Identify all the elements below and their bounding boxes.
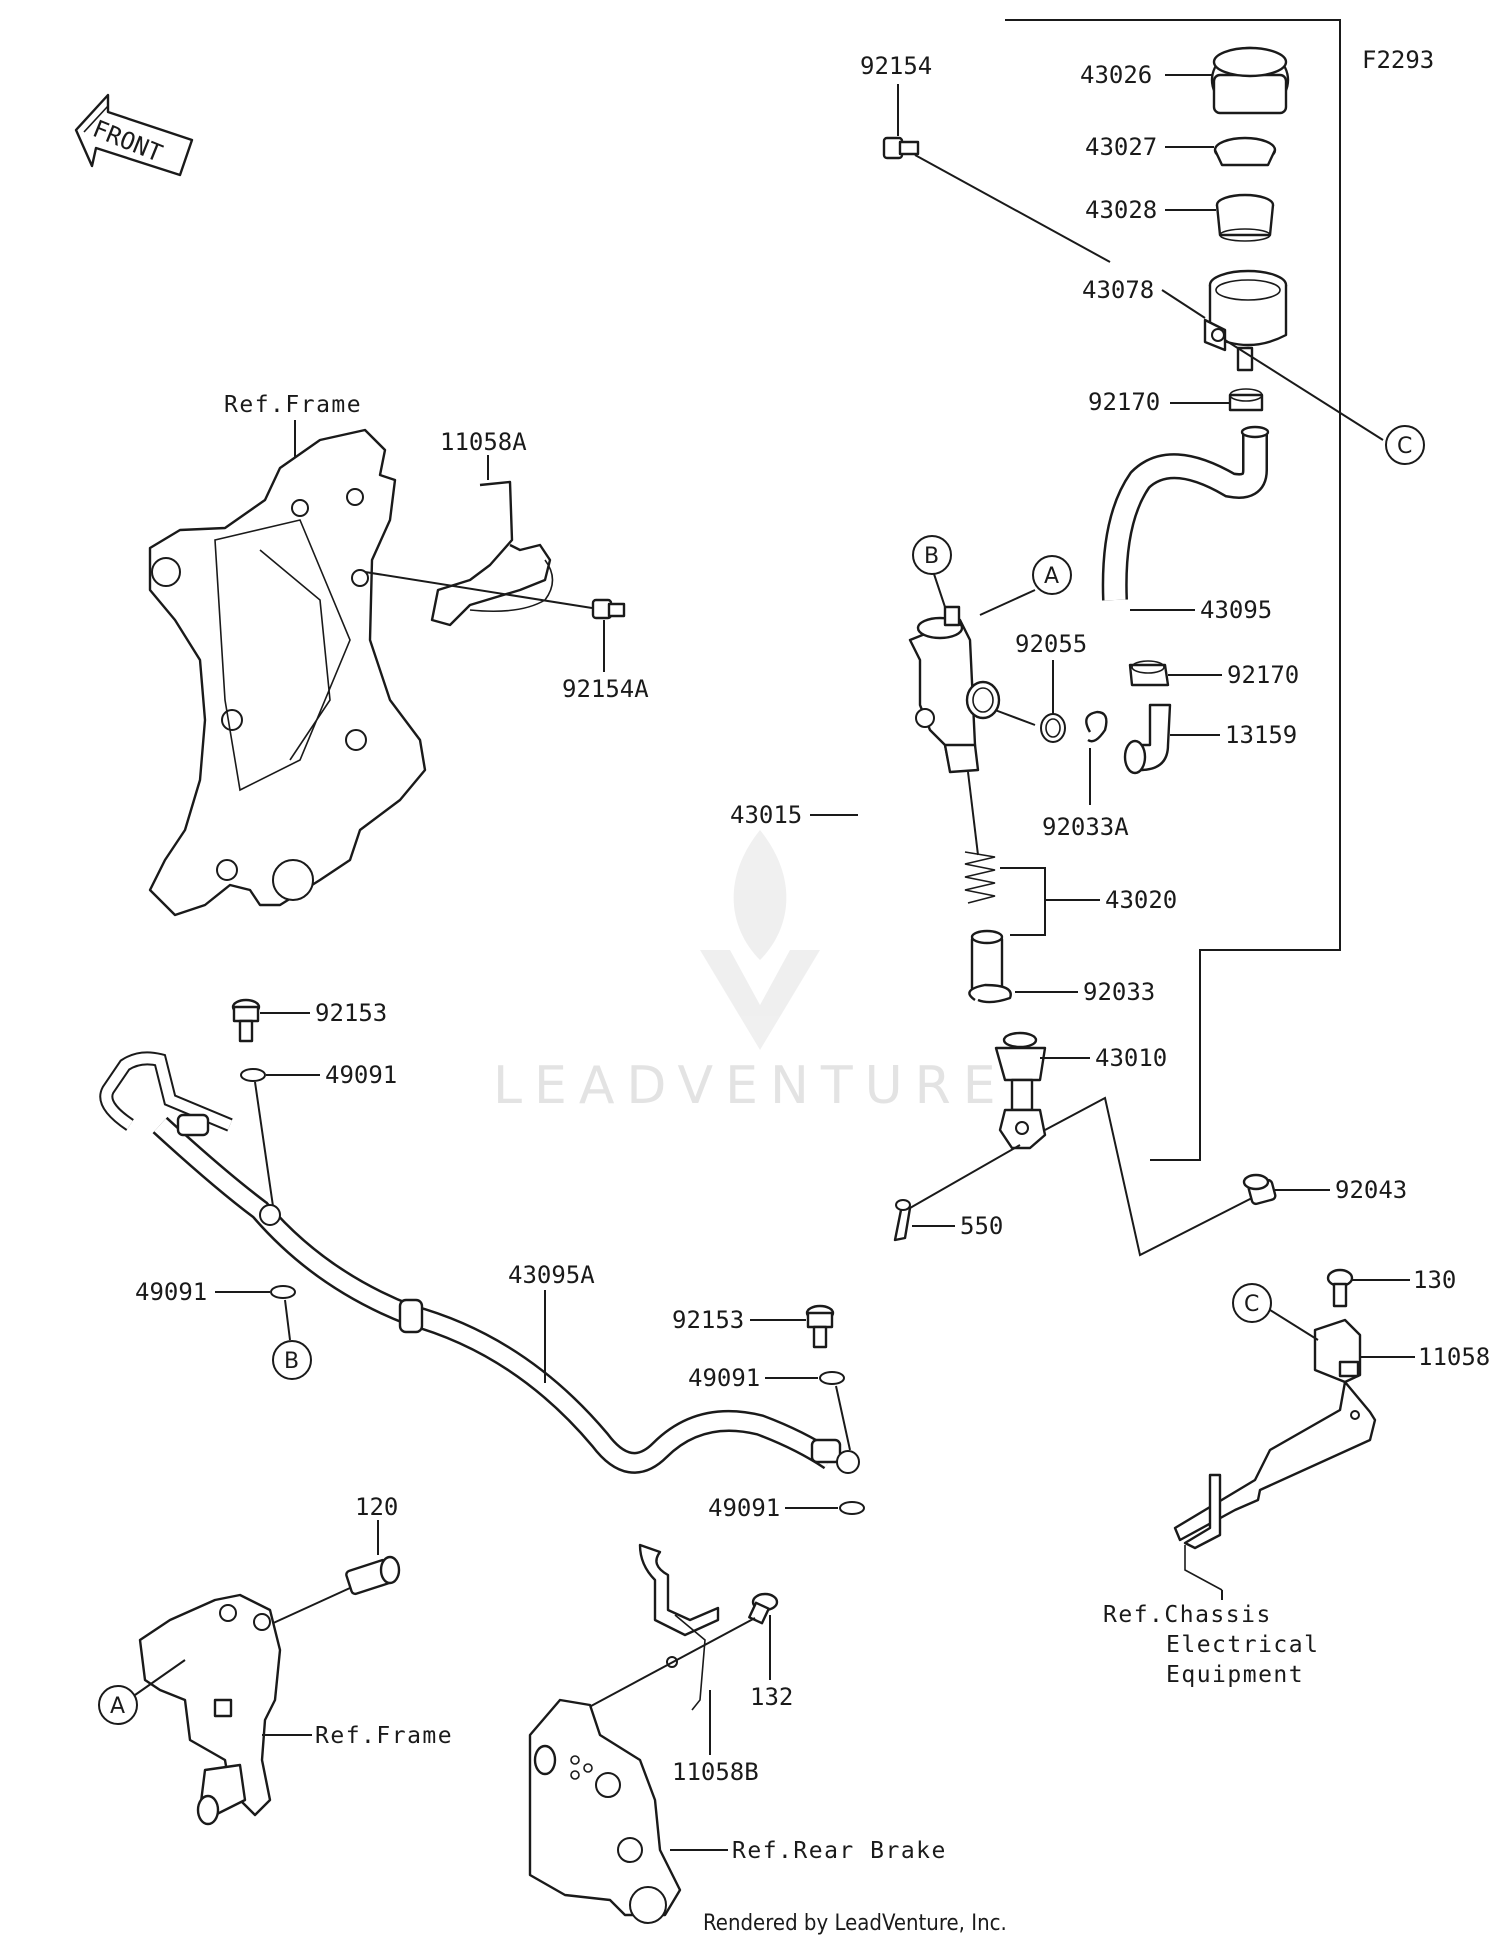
- label-92170-top: 92170: [1088, 388, 1160, 416]
- spring-piston-43020: [964, 851, 1004, 995]
- hose-43095: [1101, 425, 1270, 601]
- fitting-13159: [1123, 703, 1172, 775]
- diaphragm-plate-43027: [1213, 136, 1277, 167]
- label-92043: 92043: [1335, 1176, 1407, 1204]
- label-49091-bottom-left: 49091: [135, 1278, 207, 1306]
- callout-b-top-letter: B: [924, 544, 939, 569]
- label-43020: 43020: [1105, 886, 1177, 914]
- label-550: 550: [960, 1212, 1003, 1240]
- brake-hose-43095A: [99, 1051, 860, 1474]
- bracket-11058B: [638, 1543, 720, 1711]
- ref-chassis-3: Equipment: [1166, 1662, 1304, 1688]
- bracket-11058A: [430, 480, 554, 627]
- label-43015: 43015: [730, 801, 802, 829]
- credit-text: Rendered by LeadVenture, Inc.: [703, 1911, 1007, 1936]
- bolt-130: [1326, 1268, 1354, 1308]
- label-43095: 43095: [1200, 596, 1272, 624]
- label-92170-bottom: 92170: [1227, 661, 1299, 689]
- label-11058: 11058: [1418, 1343, 1490, 1371]
- frame-bracket: [148, 428, 427, 917]
- banjo-bolt-92153-right: [805, 1304, 835, 1349]
- label-43026: 43026: [1080, 61, 1152, 89]
- callout-a-top-letter: A: [1044, 564, 1059, 589]
- label-43095A: 43095A: [508, 1261, 595, 1289]
- label-43027: 43027: [1085, 133, 1157, 161]
- washer-49091-top-left: [240, 1068, 266, 1082]
- master-cylinder-43015: [908, 605, 1001, 774]
- push-rod-43010: [994, 1031, 1047, 1150]
- watermark-logo: [700, 830, 820, 1050]
- rear-brake-bracket: [528, 1698, 682, 1924]
- ref-frame-top: Ref.Frame: [224, 392, 362, 418]
- label-43028: 43028: [1085, 196, 1157, 224]
- label-43078: 43078: [1082, 276, 1154, 304]
- washer-49091-top-right: [819, 1371, 845, 1385]
- label-92153-right: 92153: [672, 1306, 744, 1334]
- callout-c-bottom: [1232, 1283, 1272, 1323]
- callout-b-top: [912, 535, 952, 575]
- ref-chassis-2: Electrical: [1166, 1632, 1319, 1658]
- reservoir-43078: [1203, 269, 1288, 372]
- callout-c-top: [1385, 425, 1425, 465]
- clamp-92170-bottom: [1128, 660, 1170, 687]
- diaphragm-43028: [1215, 193, 1275, 242]
- label-92033: 92033: [1083, 978, 1155, 1006]
- pedal-bracket: [138, 1593, 282, 1826]
- ref-chassis-1: Ref.Chassis: [1103, 1602, 1272, 1628]
- label-11058B: 11058B: [672, 1758, 759, 1786]
- callout-a-top: [1032, 555, 1072, 595]
- callout-a-bottom-letter: A: [110, 1694, 125, 1719]
- callout-a-bottom: [98, 1685, 138, 1725]
- label-92055: 92055: [1015, 630, 1087, 658]
- washer-49091-bottom-right: [839, 1501, 865, 1515]
- banjo-bolt-92153-left: [231, 998, 261, 1043]
- pin-92043: [1242, 1173, 1277, 1206]
- label-132: 132: [750, 1683, 793, 1711]
- ref-rear-brake: Ref.Rear Brake: [732, 1838, 947, 1864]
- diagram-code: F2293: [1362, 46, 1434, 74]
- clamp-92170-top: [1228, 388, 1264, 412]
- label-92033A: 92033A: [1042, 813, 1129, 841]
- circlip-92033: [968, 983, 1012, 1004]
- circlip-92033A: [1085, 710, 1108, 743]
- callout-c-top-letter: C: [1397, 434, 1412, 459]
- label-11058A: 11058A: [440, 428, 527, 456]
- washer-49091-bottom-left: [270, 1285, 296, 1299]
- bolt-92154A: [591, 598, 626, 620]
- label-92154: 92154: [860, 52, 932, 80]
- chassis-bracket: [1173, 1380, 1377, 1591]
- callout-b-bottom: [272, 1340, 312, 1380]
- callout-b-bottom-letter: B: [284, 1349, 299, 1374]
- callout-c-bottom-letter: C: [1244, 1292, 1259, 1317]
- front-arrow-icon: FRONT: [74, 93, 194, 177]
- label-120: 120: [355, 1493, 398, 1521]
- label-43010: 43010: [1095, 1044, 1167, 1072]
- label-130: 130: [1413, 1266, 1456, 1294]
- clamp-11058: [1313, 1318, 1362, 1384]
- label-92154A: 92154A: [562, 675, 649, 703]
- watermark-text: LEADVENTURE: [493, 1056, 1008, 1116]
- ref-frame-bottom: Ref.Frame: [315, 1723, 453, 1749]
- bolt-92154: [882, 136, 920, 160]
- reservoir-cap-43026: [1210, 46, 1290, 115]
- label-92153-left: 92153: [315, 999, 387, 1027]
- label-49091-bottom-right: 49091: [708, 1494, 780, 1522]
- cotter-pin-550: [893, 1199, 912, 1242]
- bolt-120: [345, 1555, 401, 1596]
- group-boundary: [1005, 19, 1341, 1161]
- label-49091-top-left: 49091: [325, 1061, 397, 1089]
- label-13159: 13159: [1225, 721, 1297, 749]
- label-49091-top-right: 49091: [688, 1364, 760, 1392]
